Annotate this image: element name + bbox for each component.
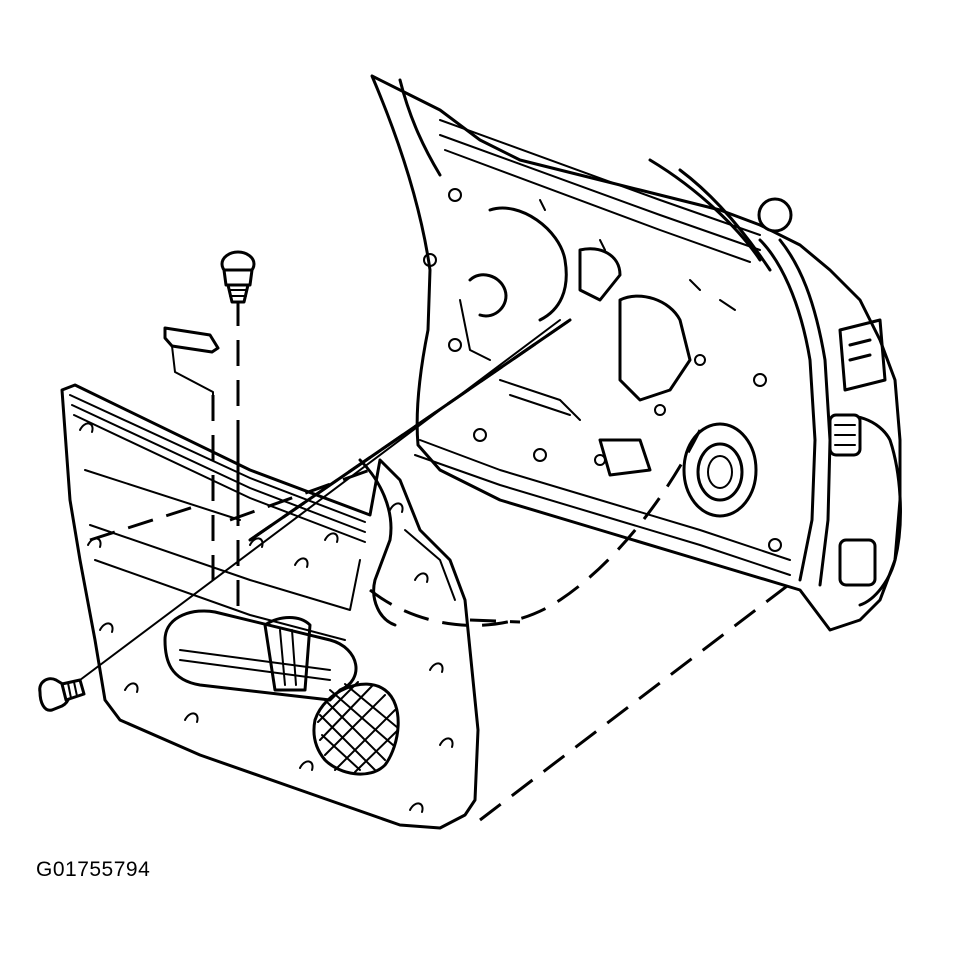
- trim-screw: [38, 677, 86, 712]
- trim-clip: [163, 326, 220, 401]
- speaker-grille-mesh: [317, 681, 399, 773]
- door-inner-frame: [370, 74, 902, 632]
- alignment-lines: [79, 300, 796, 822]
- figure-id-label: G01755794: [36, 858, 151, 881]
- door-trim-panel: [60, 383, 480, 830]
- push-pin-retainer: [220, 250, 256, 304]
